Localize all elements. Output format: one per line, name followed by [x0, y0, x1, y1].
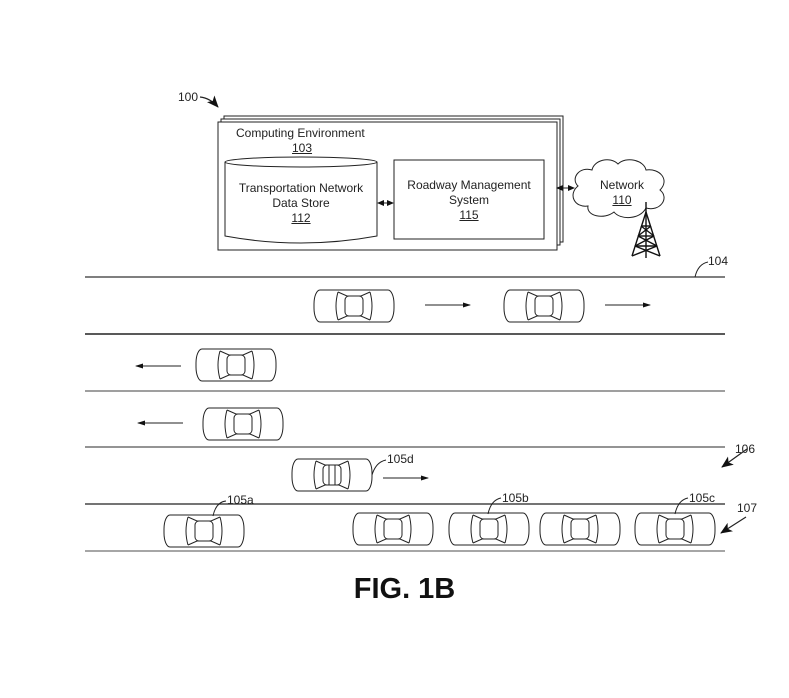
data-store-line2: Data Store	[272, 196, 330, 210]
vehicle-lane5-a	[352, 512, 434, 546]
computing-environment-title: Computing Environment	[236, 126, 365, 140]
ref-107-label: 107	[737, 501, 758, 515]
ref-106-arrow	[721, 448, 748, 468]
roadway-management-line2: System	[448, 193, 489, 207]
network-cloud-icon	[572, 159, 665, 218]
vehicle-lane5-c	[539, 512, 621, 546]
ref-105c-leader	[674, 497, 689, 515]
ref-105b-label: 105b	[502, 491, 529, 505]
vehicle-lane3	[202, 407, 284, 441]
vehicle-105c	[634, 512, 716, 546]
cell-tower-icon	[631, 202, 661, 258]
data-store-line1: Transportation Network	[238, 181, 364, 195]
ref-107-arrow	[720, 516, 747, 534]
vehicle-105a	[163, 514, 245, 548]
ref-104-leader	[694, 261, 709, 278]
network-ref: 110	[612, 193, 632, 207]
ref-104-label: 104	[708, 254, 729, 268]
network-title: Network	[599, 178, 644, 192]
ref-106-label: 106	[735, 442, 756, 456]
ref-100-leader	[199, 95, 219, 108]
data-store-ref: 112	[291, 211, 311, 225]
ref-105d-label: 105d	[387, 452, 414, 466]
roadway	[85, 276, 725, 552]
ref-100-label: 100	[178, 90, 199, 104]
vehicle-105b	[448, 512, 530, 546]
data-store-cylinder	[224, 156, 378, 244]
vehicle-lane2	[195, 348, 277, 382]
roadway-management-line1: Roadway Management	[407, 178, 531, 192]
ref-105c-label: 105c	[689, 491, 716, 505]
roadway-management-box	[393, 159, 545, 240]
ref-105b-leader	[487, 497, 502, 515]
ref-105d-leader	[371, 459, 387, 476]
figure-caption: FIG. 1B	[353, 573, 456, 605]
roadway-management-ref: 115	[459, 208, 479, 222]
vehicle-105d	[291, 458, 373, 492]
ref-105a-label: 105a	[227, 493, 254, 507]
vehicle-lane1-b	[503, 289, 585, 323]
vehicle-lane1-a	[313, 289, 395, 323]
computing-environment-ref: 103	[292, 141, 313, 155]
ref-105a-leader	[212, 500, 227, 517]
